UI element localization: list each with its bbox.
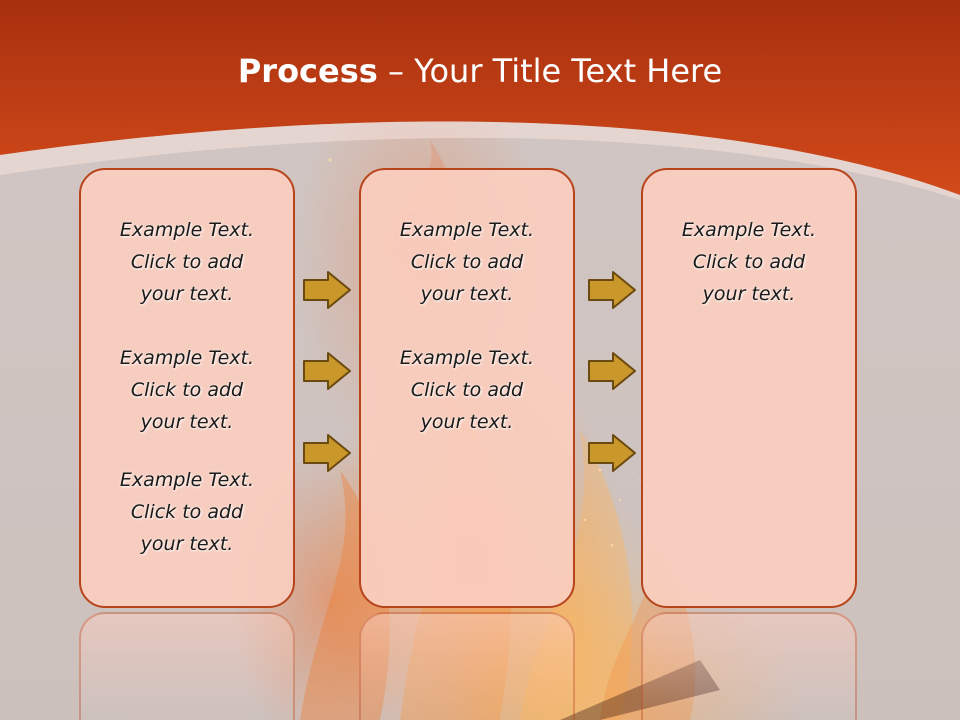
text-line: your text. <box>420 283 514 305</box>
text-line: Click to add <box>410 251 524 273</box>
right-arrow-icon <box>303 434 351 472</box>
text-placeholder[interactable]: Example Text. Click to add your text. <box>81 464 293 560</box>
text-placeholder[interactable]: Example Text. Click to add your text. <box>81 342 293 438</box>
text-placeholder[interactable]: Example Text. Click to add your text. <box>643 214 855 310</box>
text-line: Example Text. <box>119 347 255 369</box>
text-line: your text. <box>140 411 234 433</box>
text-line: Click to add <box>130 379 244 401</box>
text-placeholder[interactable]: Example Text. Click to add your text. <box>81 214 293 310</box>
process-panel-2[interactable]: Example Text. Click to add your text. Ex… <box>359 168 575 608</box>
right-arrow-icon <box>588 271 636 309</box>
text-line: Example Text. <box>399 347 535 369</box>
title-bold: Process <box>237 52 378 90</box>
text-line: your text. <box>140 283 234 305</box>
process-panel-1[interactable]: Example Text. Click to add your text. Ex… <box>79 168 295 608</box>
title-rest: – Your Title Text Here <box>377 52 723 90</box>
text-placeholder[interactable]: Example Text. Click to add your text. <box>361 214 573 310</box>
text-line: your text. <box>420 411 514 433</box>
process-panel-3[interactable]: Example Text. Click to add your text. <box>641 168 857 608</box>
panel-reflection <box>641 612 857 720</box>
title-banner: Process – Your Title Text Here <box>0 0 960 200</box>
right-arrow-icon <box>303 352 351 390</box>
text-line: Click to add <box>410 379 524 401</box>
text-line: your text. <box>702 283 796 305</box>
text-line: your text. <box>140 533 234 555</box>
text-line: Click to add <box>130 251 244 273</box>
right-arrow-icon <box>588 434 636 472</box>
panel-reflection <box>79 612 295 720</box>
right-arrow-icon <box>588 352 636 390</box>
panel-reflection <box>359 612 575 720</box>
text-placeholder[interactable]: Example Text. Click to add your text. <box>361 342 573 438</box>
text-line: Example Text. <box>681 219 817 241</box>
text-line: Example Text. <box>119 219 255 241</box>
text-line: Example Text. <box>119 469 255 491</box>
text-line: Example Text. <box>399 219 535 241</box>
text-line: Click to add <box>130 501 244 523</box>
page-title[interactable]: Process – Your Title Text Here <box>0 52 960 90</box>
right-arrow-icon <box>303 271 351 309</box>
text-line: Click to add <box>692 251 806 273</box>
